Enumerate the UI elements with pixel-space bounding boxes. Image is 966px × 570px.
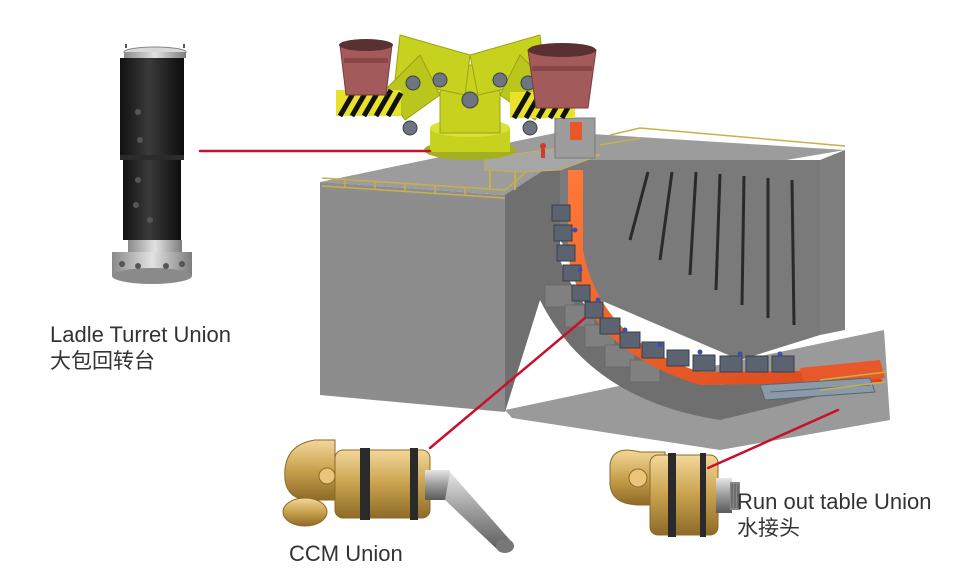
wall-slots (628, 171, 796, 326)
pit-inner-wall (505, 160, 845, 420)
run-out-table-union-title: Run out table Union (737, 489, 932, 514)
ladle-right (527, 43, 597, 109)
ccm-pointer (428, 316, 587, 450)
ccm-union-product (282, 439, 514, 553)
ccm-union-label: CCM Union (289, 541, 403, 567)
front-wall (320, 182, 505, 412)
ladle-turret-union-title-zh: 大包回转台 (50, 349, 155, 373)
ladle-turret-union-title: Ladle Turret Union (50, 322, 231, 347)
railings (321, 127, 887, 391)
turret-pins (402, 72, 538, 136)
run-out-table (759, 360, 885, 401)
ladle-turret-union-label: Ladle Turret Union 大包回转台 (50, 322, 231, 374)
ladle-turret-union-product (112, 44, 192, 284)
ladle-left (339, 39, 393, 96)
run-out-table-union-label: Run out table Union 水接头 (737, 489, 931, 541)
casting-plant (320, 117, 890, 450)
ccm-union-title: CCM Union (289, 541, 403, 566)
pointer-lines (198, 149, 840, 470)
run-out-table-union-product (609, 449, 740, 537)
run-out-table-union-title-zh: 水接头 (737, 516, 800, 540)
right-wall (820, 150, 845, 335)
strand-segments (551, 204, 795, 373)
segment-bolts (572, 227, 783, 357)
ladle-turret (336, 34, 597, 160)
worker-figure (540, 143, 546, 149)
run-out-table-pointer (706, 408, 840, 470)
